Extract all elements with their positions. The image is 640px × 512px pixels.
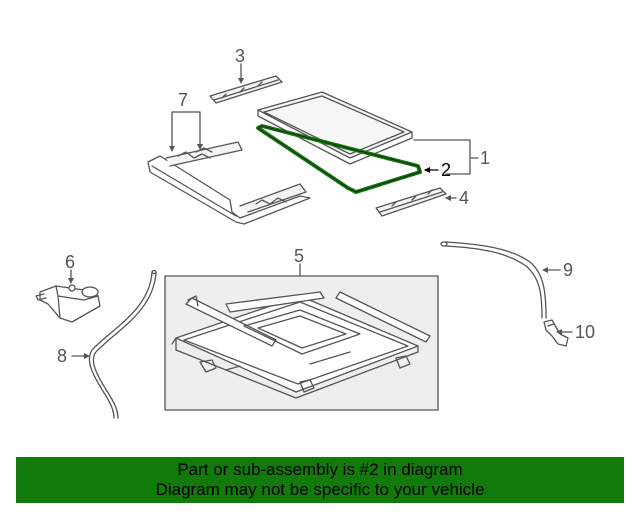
part-5-housing [171, 291, 431, 399]
callout-4: 4 [459, 188, 469, 208]
part-1-glass [257, 91, 413, 165]
part-8-hose [88, 269, 157, 419]
part-2-seal [256, 124, 422, 194]
part-6-motor [35, 284, 101, 323]
callout-9: 9 [563, 260, 573, 280]
notice-line-1: Part or sub-assembly is #2 in diagram [177, 460, 463, 479]
part-7-frame [147, 141, 311, 225]
callout-2: 2 [441, 160, 451, 180]
part-9-hose [440, 241, 547, 319]
part-10-valve [543, 319, 569, 347]
callout-8: 8 [57, 346, 67, 366]
leader-1 [413, 139, 479, 175]
callout-6: 6 [65, 252, 75, 272]
diagram-notice-banner: Part or sub-assembly is #2 in diagram Di… [16, 457, 624, 503]
callout-5: 5 [294, 246, 304, 266]
leader-7 [171, 111, 201, 151]
callout-1: 1 [480, 148, 490, 168]
callout-3: 3 [235, 46, 245, 66]
part-3-rail [209, 75, 283, 104]
callout-10: 10 [575, 322, 595, 342]
notice-line-2: Diagram may not be specific to your vehi… [155, 480, 485, 499]
part-4-rail [375, 187, 447, 217]
callout-7: 7 [178, 90, 188, 110]
